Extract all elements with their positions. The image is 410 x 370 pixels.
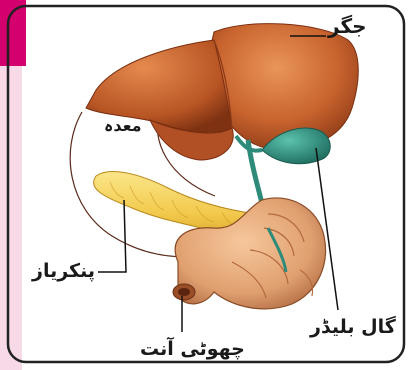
label-liver: جگر xyxy=(328,16,367,36)
label-small-intestine: چھوٹی آنت xyxy=(140,340,245,359)
label-gall-bladder: گال بلیڈر xyxy=(310,318,396,337)
label-pancreas: پنکریاز xyxy=(32,262,95,281)
label-stomach: معدہ xyxy=(104,118,142,134)
